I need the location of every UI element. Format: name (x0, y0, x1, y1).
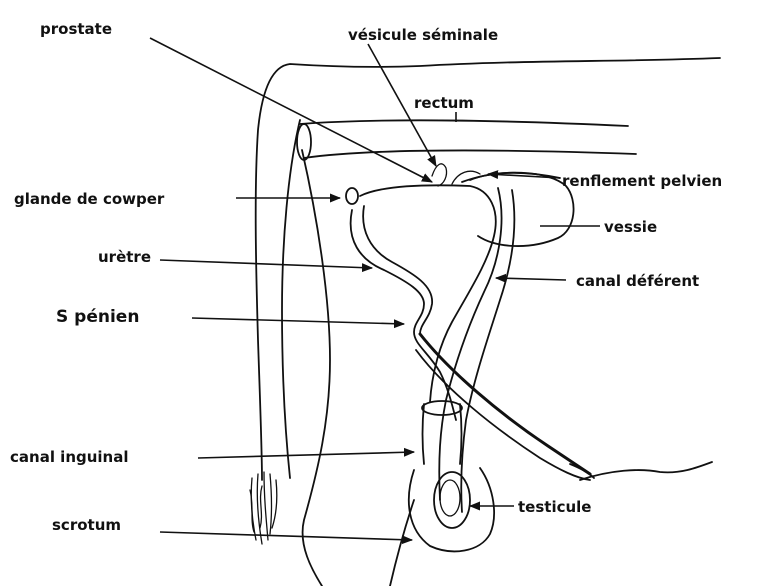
thigh-outline (302, 150, 330, 586)
label-canal-inguinal: canal inguinal (10, 448, 129, 466)
inguinal-canal-right (460, 404, 462, 464)
label-glande-de-cowper: glande de cowper (14, 190, 165, 208)
urethra-inner (351, 210, 456, 420)
pointer-lines (150, 38, 600, 540)
label-uretre: urètre (98, 248, 151, 266)
belly-line (580, 462, 712, 480)
label-canal-deferent: canal déférent (576, 272, 699, 290)
pointer-prostate (150, 38, 432, 182)
seminal-vesicle (432, 164, 447, 186)
label-renflement-pelvien: renflement pelvien (562, 172, 722, 190)
label-testicule: testicule (518, 498, 591, 516)
scrotum-bottom (390, 500, 414, 586)
vas-deferens-left (439, 188, 501, 500)
urethra-outer (360, 185, 496, 402)
rectum-tube-bottom (304, 151, 636, 158)
testicle-inner (440, 480, 460, 516)
tail-tuft (250, 472, 277, 544)
rectum-tube-top (300, 120, 628, 126)
bladder (462, 173, 574, 246)
label-prostate: prostate (40, 20, 112, 38)
inguinal-canal-left (423, 404, 425, 464)
pointer-scrotum (160, 532, 412, 540)
label-vessie: vessie (604, 218, 657, 236)
labels: prostate vésicule séminale rectum renfle… (10, 20, 722, 534)
inguinal-ring (422, 401, 462, 415)
label-scrotum: scrotum (52, 516, 121, 534)
vas-deferens-right (461, 190, 514, 512)
label-rectum: rectum (414, 94, 474, 112)
pointer-uretre (160, 260, 372, 268)
pointer-s-penien (192, 318, 404, 324)
rectum-opening (297, 124, 311, 160)
cowper-gland (346, 188, 358, 204)
label-vesicule-seminale: vésicule séminale (348, 26, 498, 44)
pointer-canal-inguinal (198, 452, 414, 458)
label-s-penien: S pénien (56, 307, 139, 327)
tail-line-inner (282, 120, 300, 478)
